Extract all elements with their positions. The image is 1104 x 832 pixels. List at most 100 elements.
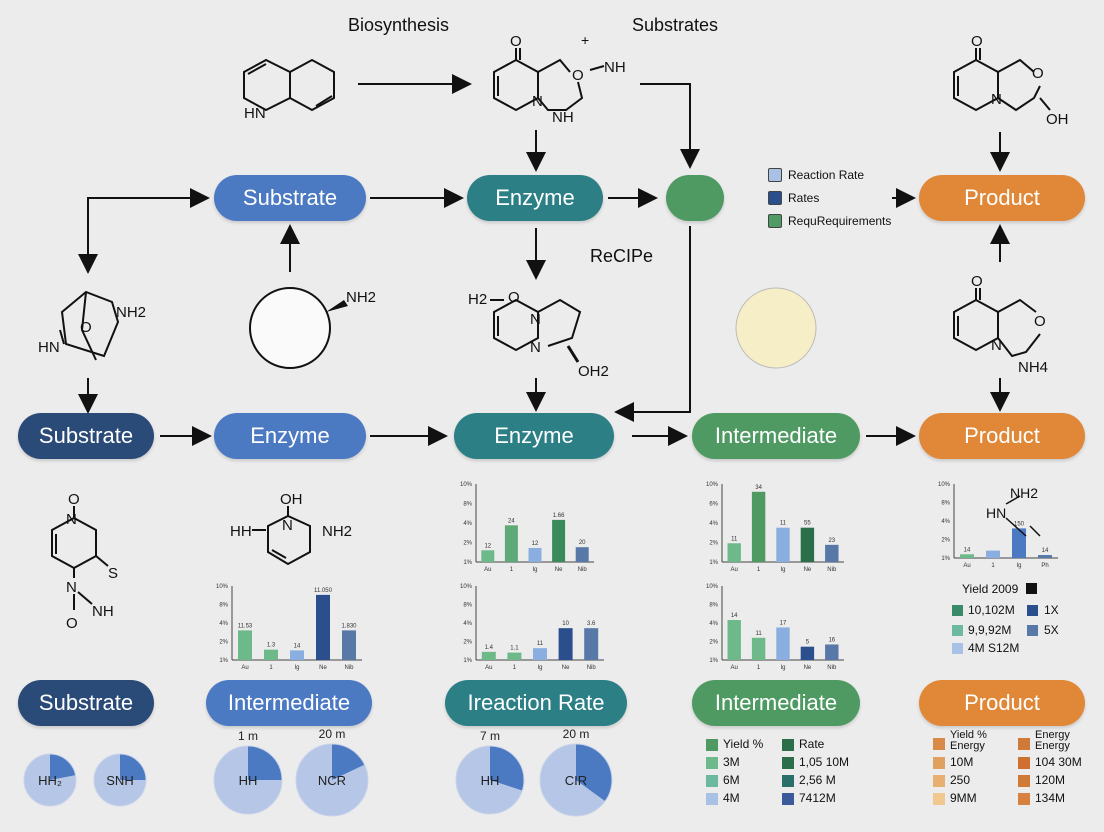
li-row2-swatch2 xyxy=(782,793,794,805)
x-tick-label: Ne xyxy=(804,567,812,573)
yield-swatch-0-right xyxy=(1027,605,1038,616)
li-row2-swatch1 xyxy=(706,793,718,805)
bar xyxy=(528,547,542,562)
node-green-blank[interactable] xyxy=(666,175,724,221)
bar-data-label: 1.1 xyxy=(510,646,519,652)
y-tick-label: 1% xyxy=(941,556,950,562)
bar-data-label: 10 xyxy=(562,621,569,627)
lp-header-swatch-1 xyxy=(933,738,945,750)
bar xyxy=(552,519,566,562)
node-intermediate-mid[interactable]: Intermediate xyxy=(692,413,860,459)
x-tick-label: Ne xyxy=(562,665,570,671)
bar xyxy=(986,550,1000,558)
mol4-label-0: NH2 xyxy=(116,304,146,321)
mol2-label-4: NH xyxy=(552,109,574,126)
pie-label: HH xyxy=(239,773,258,788)
lp-row0-c1: 10M xyxy=(950,755,974,769)
legend-label-requirements: RequRequirements xyxy=(788,214,892,228)
node-product-top[interactable]: Product xyxy=(919,175,1085,221)
bar-data-label: 14 xyxy=(964,547,971,553)
bar-data-label: 3.6 xyxy=(587,621,596,627)
bar-data-label: 11 xyxy=(780,521,787,527)
x-tick-label: Ig xyxy=(532,567,537,573)
node-enzyme-mid-1[interactable]: Enzyme xyxy=(214,413,366,459)
bar xyxy=(533,648,547,660)
x-tick-label: 1 xyxy=(510,567,514,573)
li-row1-swatch2 xyxy=(782,775,794,787)
pie-slice xyxy=(332,744,365,780)
mol4-label-1: O xyxy=(80,319,92,336)
node-intermediate-bottom-1[interactable]: Intermediate xyxy=(206,680,372,726)
mol10-label-0: NH2 xyxy=(1010,485,1038,501)
y-tick-label: 10% xyxy=(706,482,719,488)
node-substrate-mid[interactable]: Substrate xyxy=(18,413,154,459)
mol3-label-2: N xyxy=(991,91,1002,108)
mol5-label-0: NH2 xyxy=(346,289,376,306)
y-tick-label: 8% xyxy=(941,501,950,507)
bar xyxy=(825,544,839,562)
li-row1-c1: 6M xyxy=(723,773,740,787)
mol9-label-1: HH xyxy=(230,523,252,540)
mol7-label-2: N xyxy=(991,337,1002,354)
y-tick-label: 10% xyxy=(460,482,473,488)
molecule-6 xyxy=(490,298,582,363)
pie-outline xyxy=(93,753,147,807)
bar-data-label: 11.050 xyxy=(314,588,333,594)
bar-data-label: 1.4 xyxy=(485,645,494,651)
bar-data-label: 20 xyxy=(579,540,586,546)
mol7-label-1: O xyxy=(1034,313,1046,330)
node-substrate-top[interactable]: Substrate xyxy=(214,175,366,221)
x-tick-label: Nib xyxy=(587,665,597,671)
bar xyxy=(558,628,573,660)
node-enzyme-mid-2[interactable]: Enzyme xyxy=(454,413,614,459)
pie-slice xyxy=(248,746,282,780)
lp-header-1: Yield % Energy xyxy=(950,729,987,752)
bar-data-label: 5 xyxy=(806,640,810,646)
y-tick-label: 4% xyxy=(219,621,228,627)
node-product-bottom[interactable]: Product xyxy=(919,680,1085,726)
x-tick-label: Nib xyxy=(344,665,354,671)
yield-row-1-left: 9,9,92M xyxy=(968,623,1012,637)
bar xyxy=(238,630,252,660)
pie-chart-snh: SNH xyxy=(93,753,147,807)
pie-label: NCR xyxy=(318,773,346,788)
lp-row1-swatch1 xyxy=(933,775,945,787)
x-tick-label: Ne xyxy=(804,665,812,671)
y-tick-label: 10% xyxy=(706,584,719,590)
node-enzyme-top[interactable]: Enzyme xyxy=(467,175,603,221)
y-tick-label: 2% xyxy=(219,640,228,646)
yield-row-2-left: 4M S12M xyxy=(968,641,1020,655)
molecule-10 xyxy=(1005,495,1041,537)
molecule-8 xyxy=(51,506,109,610)
x-tick-label: 1 xyxy=(513,665,517,671)
legend-swatch-reaction-rate xyxy=(768,168,782,182)
bar xyxy=(727,620,741,660)
mol9-label-3: NH2 xyxy=(322,523,352,540)
y-tick-label: 2% xyxy=(941,538,950,544)
yield-swatch-0-left xyxy=(952,605,963,616)
pie-label: CIR xyxy=(565,773,587,788)
x-tick-label: Au xyxy=(485,665,492,671)
x-tick-label: Ig xyxy=(537,665,542,671)
node-intermediate-bottom-2[interactable]: Intermediate xyxy=(692,680,860,726)
mol6-label-0: H2 xyxy=(468,291,487,308)
li-row0-c1: 3M xyxy=(723,755,740,769)
arrow-mol2-to-green xyxy=(640,83,700,169)
mol10-label-1: HN xyxy=(986,505,1006,521)
bar-data-label: 55 xyxy=(804,521,811,527)
node-reaction-rate-bottom[interactable]: Ireaction Rate xyxy=(445,680,627,726)
legend-label-rates: Rates xyxy=(788,191,820,205)
bar-data-label: 17 xyxy=(780,620,787,626)
node-substrate-bottom[interactable]: Substrate xyxy=(18,680,154,726)
bar xyxy=(290,650,304,660)
bar-data-label: 1.3 xyxy=(267,643,276,649)
mol6-label-4: OH2 xyxy=(578,363,609,380)
pie-chart-hh2: HH₂ xyxy=(23,753,77,807)
node-product-mid[interactable]: Product xyxy=(919,413,1085,459)
header-plus: + xyxy=(581,32,590,48)
mol9-label-2: N xyxy=(282,517,293,534)
ring-circle xyxy=(249,287,331,369)
y-tick-label: 10% xyxy=(216,584,229,590)
y-tick-label: 2% xyxy=(463,541,472,547)
